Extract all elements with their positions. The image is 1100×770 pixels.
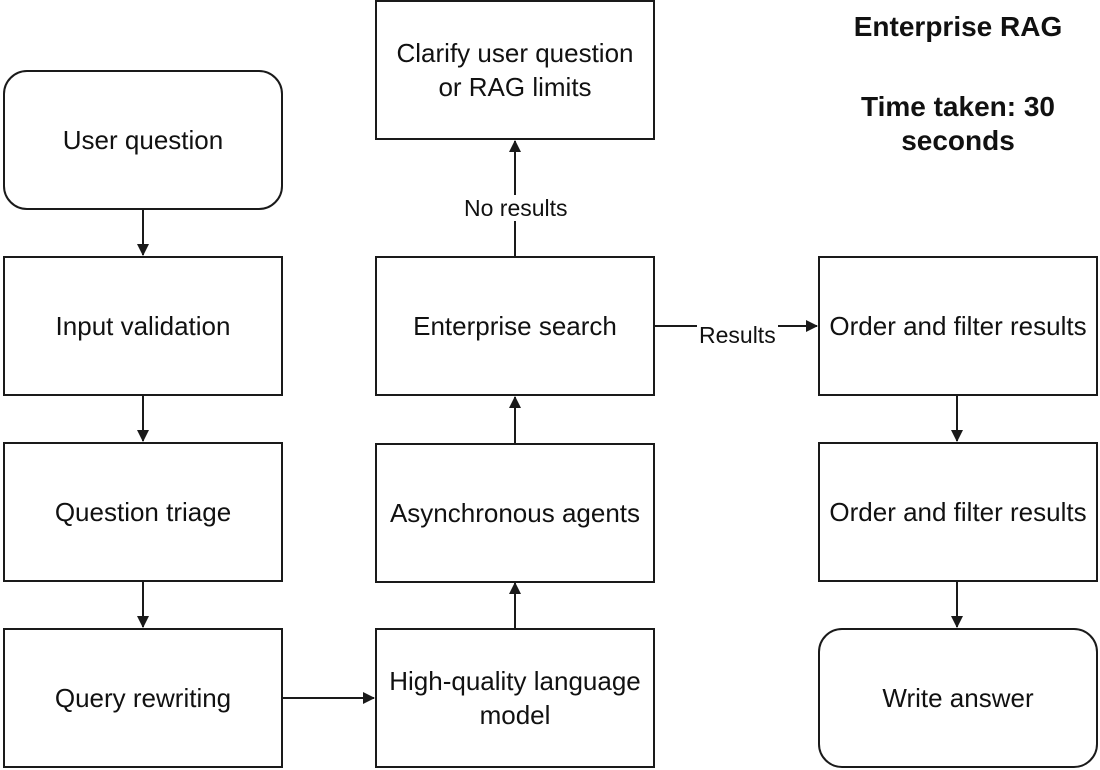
node-order-filter-2: Order and filter results <box>818 442 1098 582</box>
node-input-validation: Input validation <box>3 256 283 396</box>
node-clarify: Clarify user question or RAG limits <box>375 0 655 140</box>
time-taken: Time taken: 30 seconds <box>860 91 1056 156</box>
edge-label-results: Results <box>697 322 778 348</box>
node-user-question: User question <box>3 70 283 210</box>
edge-label-no-results: No results <box>462 195 570 221</box>
node-question-triage: Question triage <box>3 442 283 582</box>
node-write-answer: Write answer <box>818 628 1098 768</box>
node-language-model: High-quality language model <box>375 628 655 768</box>
node-async-agents: Asynchronous agents <box>375 443 655 583</box>
diagram-title: Enterprise RAG <box>853 11 1063 42</box>
node-query-rewriting: Query rewriting <box>3 628 283 768</box>
node-order-filter-1: Order and filter results <box>818 256 1098 396</box>
node-enterprise-search: Enterprise search <box>375 256 655 396</box>
